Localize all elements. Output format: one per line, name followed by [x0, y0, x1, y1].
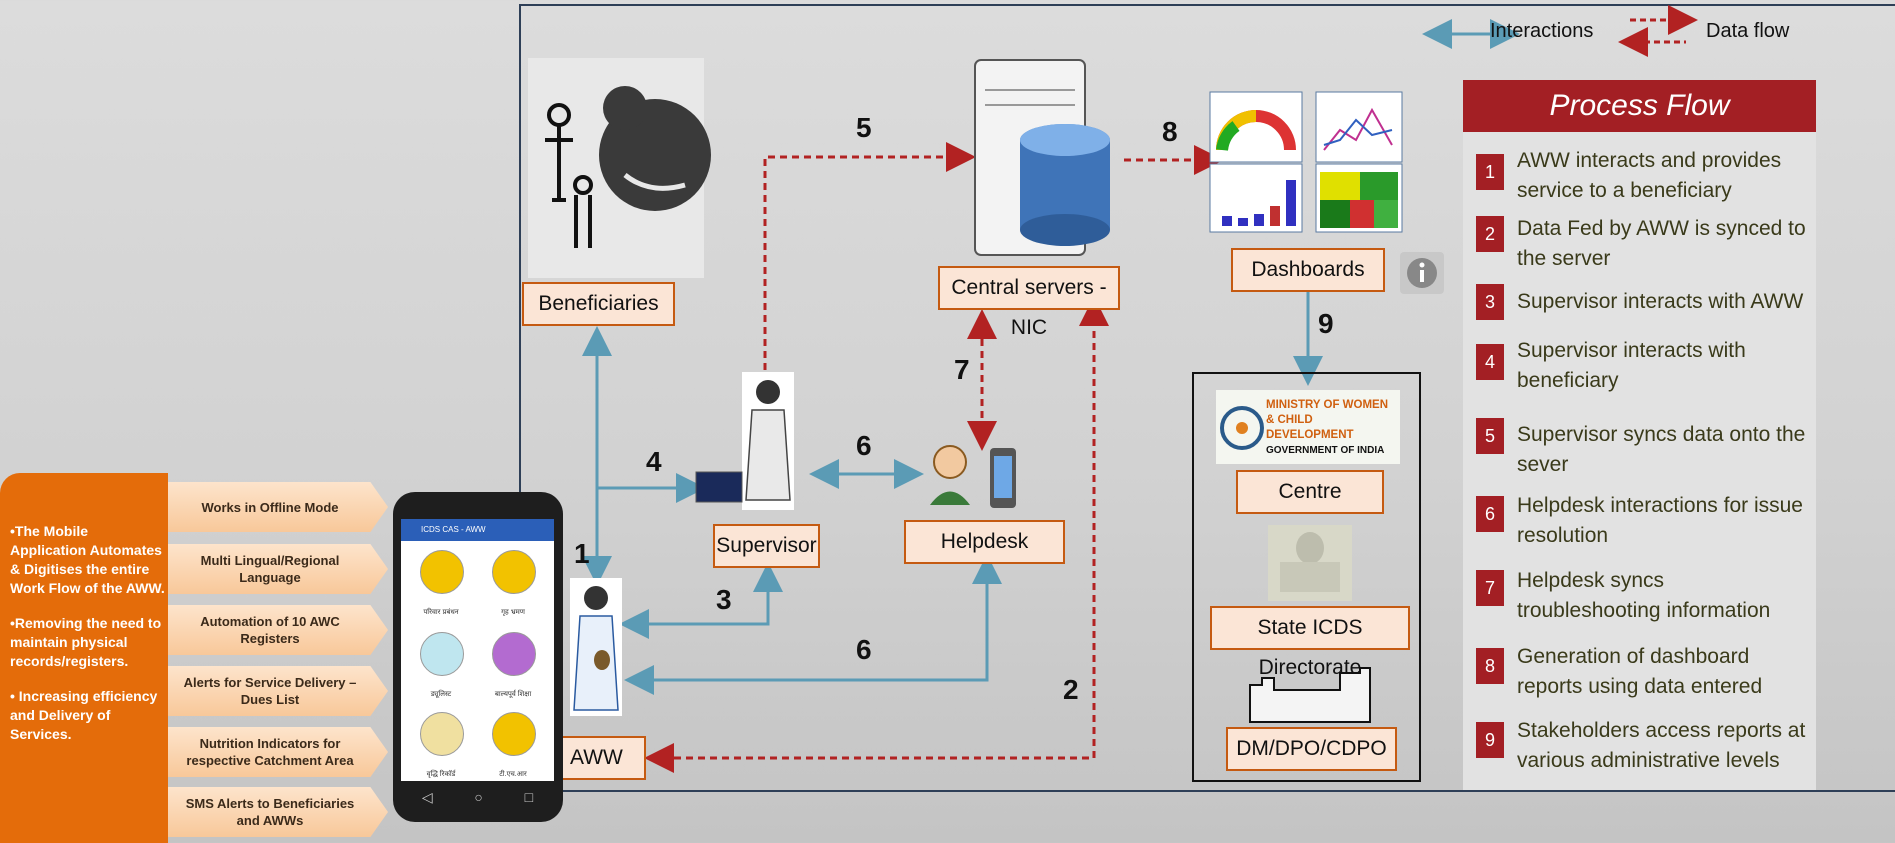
pf-step-5-badge: 5 — [1476, 418, 1504, 454]
flow-supervisor-server — [763, 142, 976, 370]
recents-icon[interactable]: □ — [524, 789, 534, 805]
back-icon[interactable]: ◁ — [421, 788, 433, 805]
info-icon[interactable] — [1400, 252, 1444, 294]
benefit-bullet-2: •Removing the need to maintain physical … — [10, 615, 162, 669]
app-tile-family-label: परिवार प्रबंधन — [423, 609, 459, 616]
step-number-8: 8 — [1162, 116, 1178, 147]
app-tile-thr-icon[interactable] — [492, 712, 536, 756]
pf-step-6-badge: 6 — [1476, 496, 1504, 532]
pf-step-8-text: Generation of dashboard reports using da… — [1517, 645, 1763, 698]
home-icon[interactable]: ○ — [474, 789, 483, 805]
district-building-icon — [1249, 667, 1371, 723]
app-tile-duelist-label: ड्यूलिस्ट — [430, 691, 452, 698]
arrow-supervisor-aww — [619, 562, 783, 639]
benefit-bullet-1: •The Mobile Application Automates & Digi… — [10, 523, 165, 596]
pf-step-1-badge: 1 — [1476, 154, 1504, 190]
pf-step-1-text: AWW interacts and provides service to a … — [1517, 149, 1782, 202]
pf-step-2-badge: 2 — [1476, 216, 1504, 252]
phone-nav-bar: ◁ ○ □ — [401, 784, 554, 810]
pf-step-7-badge: 7 — [1476, 570, 1504, 606]
step-number-6a: 6 — [856, 430, 872, 461]
node-district: DM/DPO/CDPO — [1226, 727, 1397, 771]
process-flow-panel — [1463, 80, 1816, 790]
pf-step-7-text: Helpdesk syncs troubleshooting informati… — [1517, 569, 1771, 622]
pf-step-4-text: Supervisor interacts with beneficiary — [1517, 339, 1746, 392]
feature-offline: Works in Offline Mode — [168, 482, 388, 532]
step-number-2: 2 — [1063, 674, 1079, 705]
app-tile-growth-icon[interactable] — [420, 712, 464, 756]
mobile-app-benefits-panel — [0, 473, 168, 843]
legend-interactions-label: Interactions — [1490, 20, 1594, 42]
arrow-helpdesk-aww — [624, 554, 1002, 695]
step-number-6b: 6 — [856, 634, 872, 665]
feature-alerts: Alerts for Service Delivery – Dues List — [168, 666, 388, 716]
pf-step-2-text: Data Fed by AWW is synced to the server — [1517, 217, 1806, 270]
app-tile-home-visit-icon[interactable] — [492, 550, 536, 594]
benefit-bullet-3: • Increasing efficiency and Delivery of … — [10, 688, 158, 742]
app-title-bar: ICDS CAS - AWW — [401, 519, 554, 541]
process-flow-title: Process Flow — [1463, 80, 1816, 132]
app-tile-home-visit-label: गृह भ्रमण — [501, 609, 525, 616]
app-tile-preschool-label: बाल्यपूर्व शिक्षा — [494, 691, 532, 698]
mobile-app-benefits-text: •The Mobile Application Automates & Digi… — [10, 522, 165, 760]
node-helpdesk: Helpdesk — [904, 520, 1065, 564]
node-beneficiaries: Beneficiaries — [522, 282, 675, 326]
feature-sms: SMS Alerts to Beneficiaries and AWWs — [168, 787, 388, 837]
ministry-logo-line3: GOVERNMENT OF INDIA — [1266, 445, 1385, 456]
helpdesk-person-icon — [933, 445, 967, 479]
node-centre: Centre — [1236, 470, 1384, 514]
app-tile-preschool-icon[interactable] — [492, 632, 536, 676]
step-number-7: 7 — [954, 354, 970, 385]
step-number-3: 3 — [716, 584, 732, 615]
node-state: State ICDS Directorate — [1210, 606, 1410, 679]
step-number-5: 5 — [856, 112, 872, 143]
feature-nutrition: Nutrition Indicators for respective Catc… — [168, 727, 388, 777]
feature-multilingual: Multi Lingual/Regional Language — [168, 544, 388, 594]
app-tile-thr-label: टी.एच.आर — [499, 771, 527, 778]
app-tile-growth-label: वृद्धि रिकॉर्ड — [426, 771, 456, 778]
ministry-logo-line2: & CHILD DEVELOPMENT — [1266, 414, 1354, 441]
flow-aww-server — [644, 296, 1109, 773]
node-central-servers: Central servers - NIC — [938, 266, 1120, 339]
node-supervisor: Supervisor — [713, 524, 820, 568]
feature-registers: Automation of 10 AWC Registers — [168, 605, 388, 655]
stakeholders-box — [1192, 372, 1421, 782]
dashboard-tile-line — [1315, 91, 1403, 163]
ministry-logo-line1: MINISTRY OF WOMEN — [1266, 399, 1389, 411]
diagram-frame — [519, 4, 1895, 792]
step-number-4: 4 — [646, 446, 662, 477]
pf-step-4-badge: 4 — [1476, 344, 1504, 380]
pf-step-8-badge: 8 — [1476, 648, 1504, 684]
step-number-1: 1 — [574, 538, 590, 569]
app-tile-family-icon[interactable] — [420, 550, 464, 594]
pf-step-3-badge: 3 — [1476, 284, 1504, 320]
pf-step-9-text: Stakeholders access reports at various a… — [1517, 719, 1806, 772]
pf-step-3-text: Supervisor interacts with AWW — [1517, 290, 1804, 313]
ministry-logo: MINISTRY OF WOMEN & CHILD DEVELOPMENT GO… — [1216, 390, 1400, 464]
app-tile-duelist-icon[interactable] — [420, 632, 464, 676]
pf-step-6-text: Helpdesk interactions for issue resoluti… — [1517, 494, 1803, 547]
tablet-icon — [695, 471, 743, 503]
pf-step-9-badge: 9 — [1476, 722, 1504, 758]
pf-step-5-text: Supervisor syncs data onto the sever — [1517, 423, 1806, 476]
step-number-9: 9 — [1318, 308, 1334, 339]
node-dashboards: Dashboards — [1231, 248, 1385, 292]
legend-dataflow-label: Data flow — [1706, 20, 1790, 42]
node-aww: AWW — [558, 736, 646, 780]
